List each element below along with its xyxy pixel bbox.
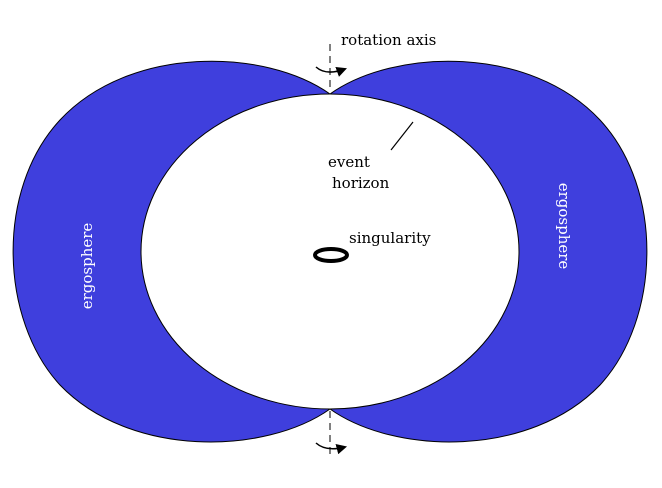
ergosphere-label-right: ergosphere bbox=[555, 183, 573, 270]
rotation-arrow-top bbox=[315, 66, 347, 77]
singularity-label: singularity bbox=[349, 229, 431, 247]
event-horizon-label-line1: event bbox=[328, 153, 370, 171]
singularity-ring bbox=[313, 247, 349, 263]
rotation-axis-label: rotation axis bbox=[341, 31, 436, 49]
ergosphere-label-left: ergosphere bbox=[78, 223, 96, 310]
event-horizon bbox=[140, 93, 520, 410]
rotation-arrow-bottom bbox=[315, 442, 348, 455]
event-horizon-label-line2: horizon bbox=[332, 174, 390, 192]
event-horizon-pointer bbox=[390, 121, 414, 151]
